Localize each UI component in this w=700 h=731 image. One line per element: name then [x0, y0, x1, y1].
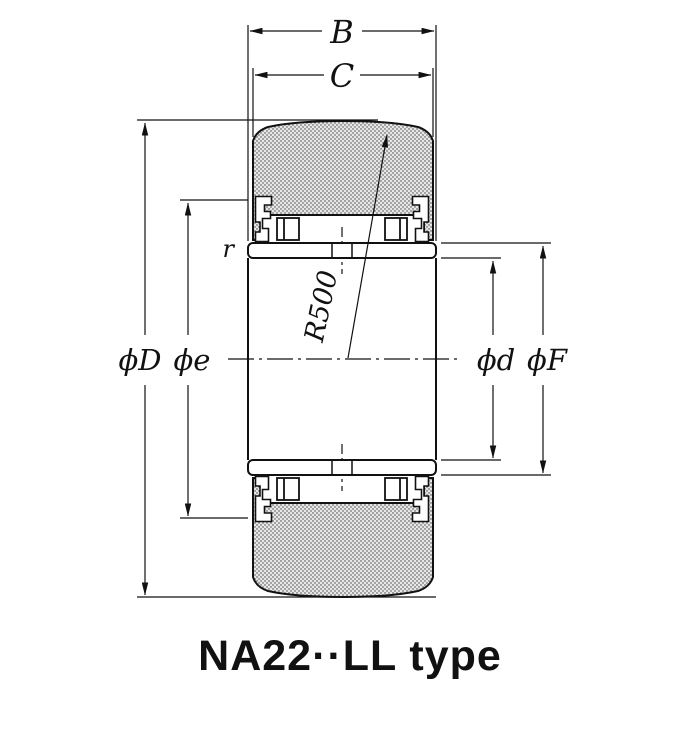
dim-outer-diameter-label: ϕD — [118, 343, 161, 377]
roller-top-right — [384, 217, 408, 241]
dim-b-label: B — [329, 13, 354, 51]
outer-ring — [252, 119, 434, 599]
figure-title: NA22··LL type — [198, 632, 502, 680]
extension-lines — [137, 25, 551, 598]
bearing-cross-section-diagram: B C ϕD ϕe ϕd ϕF r R500 — [118, 13, 568, 599]
seal-bottom-right — [411, 475, 430, 523]
corner-radius-label: r — [223, 235, 236, 263]
needle-rollers — [276, 217, 408, 501]
crown-radius-label: R500 — [299, 268, 344, 346]
dimension-lines — [141, 27, 547, 596]
centerlines — [228, 227, 458, 491]
outer-ring-top-section — [252, 119, 434, 241]
seals — [254, 195, 430, 523]
seal-top-right — [411, 195, 430, 243]
seal-bottom-left — [254, 475, 273, 523]
dim-flange-diameter-label: ϕF — [527, 343, 568, 377]
crown-radius-leader — [347, 134, 389, 359]
roller-bottom-right — [384, 477, 408, 501]
seal-top-left — [254, 195, 273, 243]
dim-seal-diameter-label: ϕe — [174, 343, 211, 377]
dim-bore-diameter-label: ϕd — [477, 343, 515, 377]
dim-c-label: C — [330, 57, 354, 95]
inner-ring-bottom-section — [247, 459, 437, 476]
roller-top-left — [276, 217, 300, 241]
roller-bottom-left — [276, 477, 300, 501]
inner-ring-top-section — [247, 242, 437, 259]
outer-ring-bottom-section — [252, 477, 434, 599]
inner-ring — [247, 242, 437, 476]
